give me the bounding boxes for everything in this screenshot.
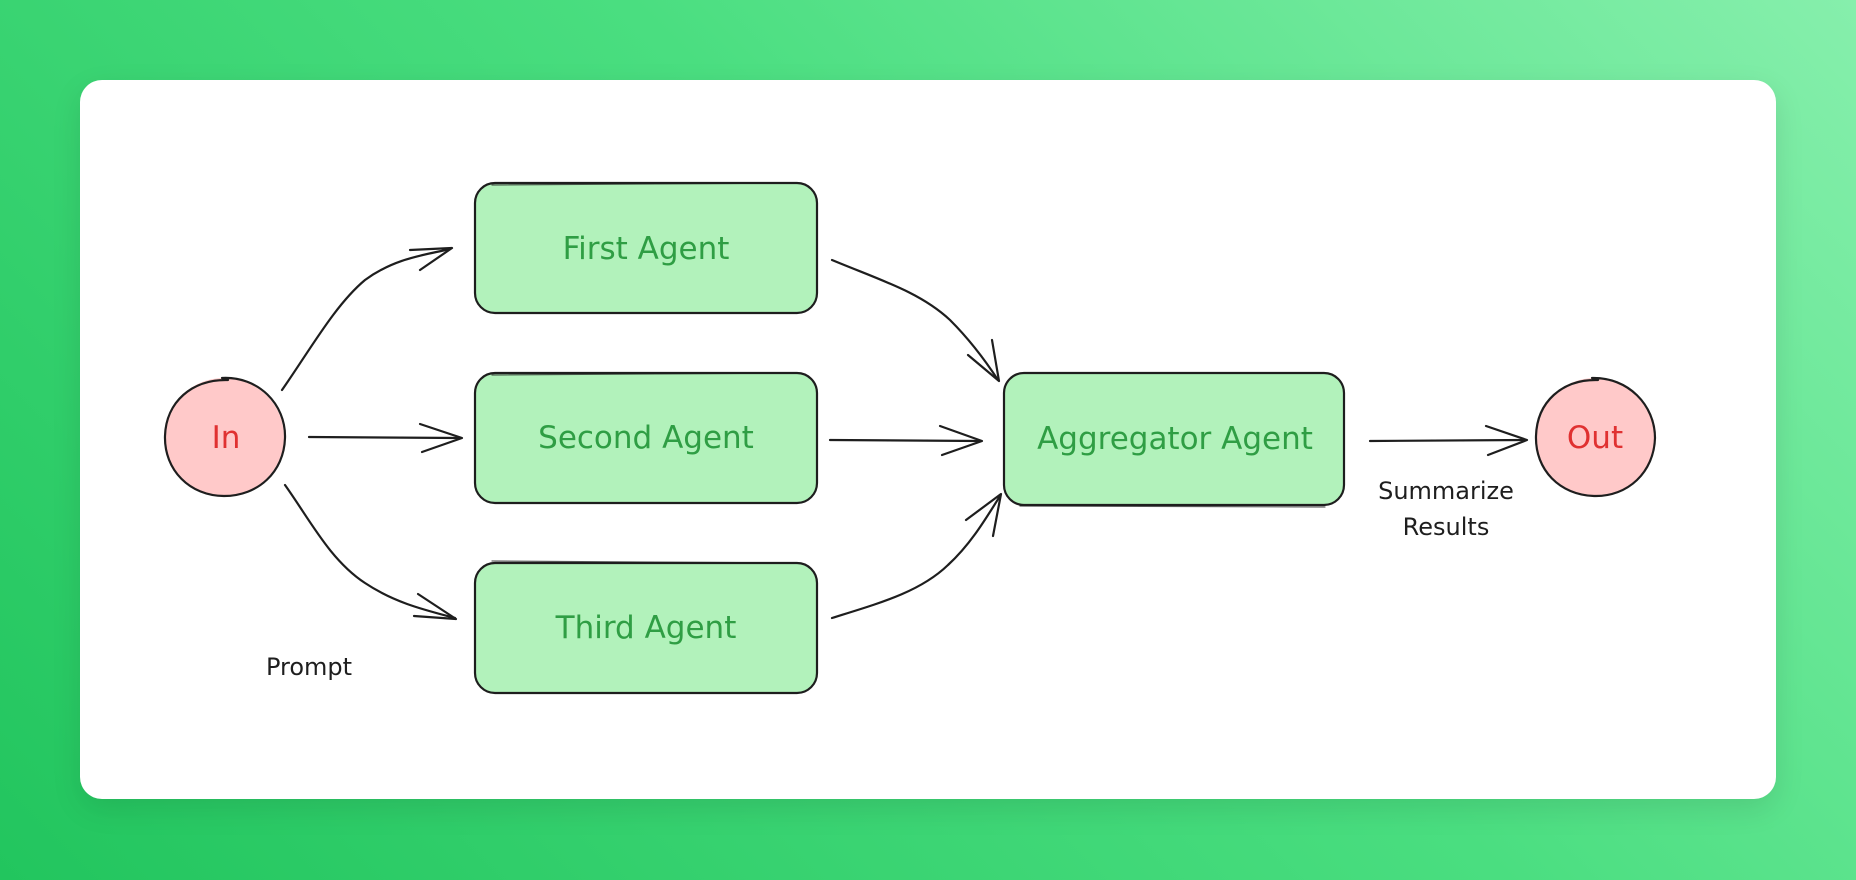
summarize-label-line2: Results — [1403, 513, 1490, 541]
aggregator-agent-node: Aggregator Agent — [1002, 371, 1346, 508]
arrow-in-to-second — [307, 422, 464, 454]
arrow-in-to-third — [283, 483, 458, 621]
first-agent-node: First Agent — [473, 181, 819, 315]
input-node: In — [163, 376, 287, 498]
arrow-second-to-aggregator — [828, 424, 984, 457]
third-agent-node: Third Agent — [473, 560, 819, 695]
arrow-aggregator-to-out — [1368, 424, 1529, 457]
second-agent-node: Second Agent — [473, 371, 819, 505]
arrow-first-to-aggregator — [830, 258, 1001, 383]
aggregator-agent-label: Aggregator Agent — [1037, 421, 1313, 457]
output-node: Out — [1534, 376, 1657, 498]
third-agent-label: Third Agent — [555, 610, 737, 646]
arrow-third-to-aggregator — [830, 492, 1003, 620]
second-agent-label: Second Agent — [538, 420, 754, 456]
summarize-label-line1: Summarize — [1378, 477, 1514, 505]
input-node-label: In — [212, 420, 241, 456]
prompt-label: Prompt — [266, 653, 352, 681]
output-node-label: Out — [1567, 420, 1623, 456]
arrow-in-to-first — [280, 246, 454, 392]
first-agent-label: First Agent — [563, 231, 730, 267]
